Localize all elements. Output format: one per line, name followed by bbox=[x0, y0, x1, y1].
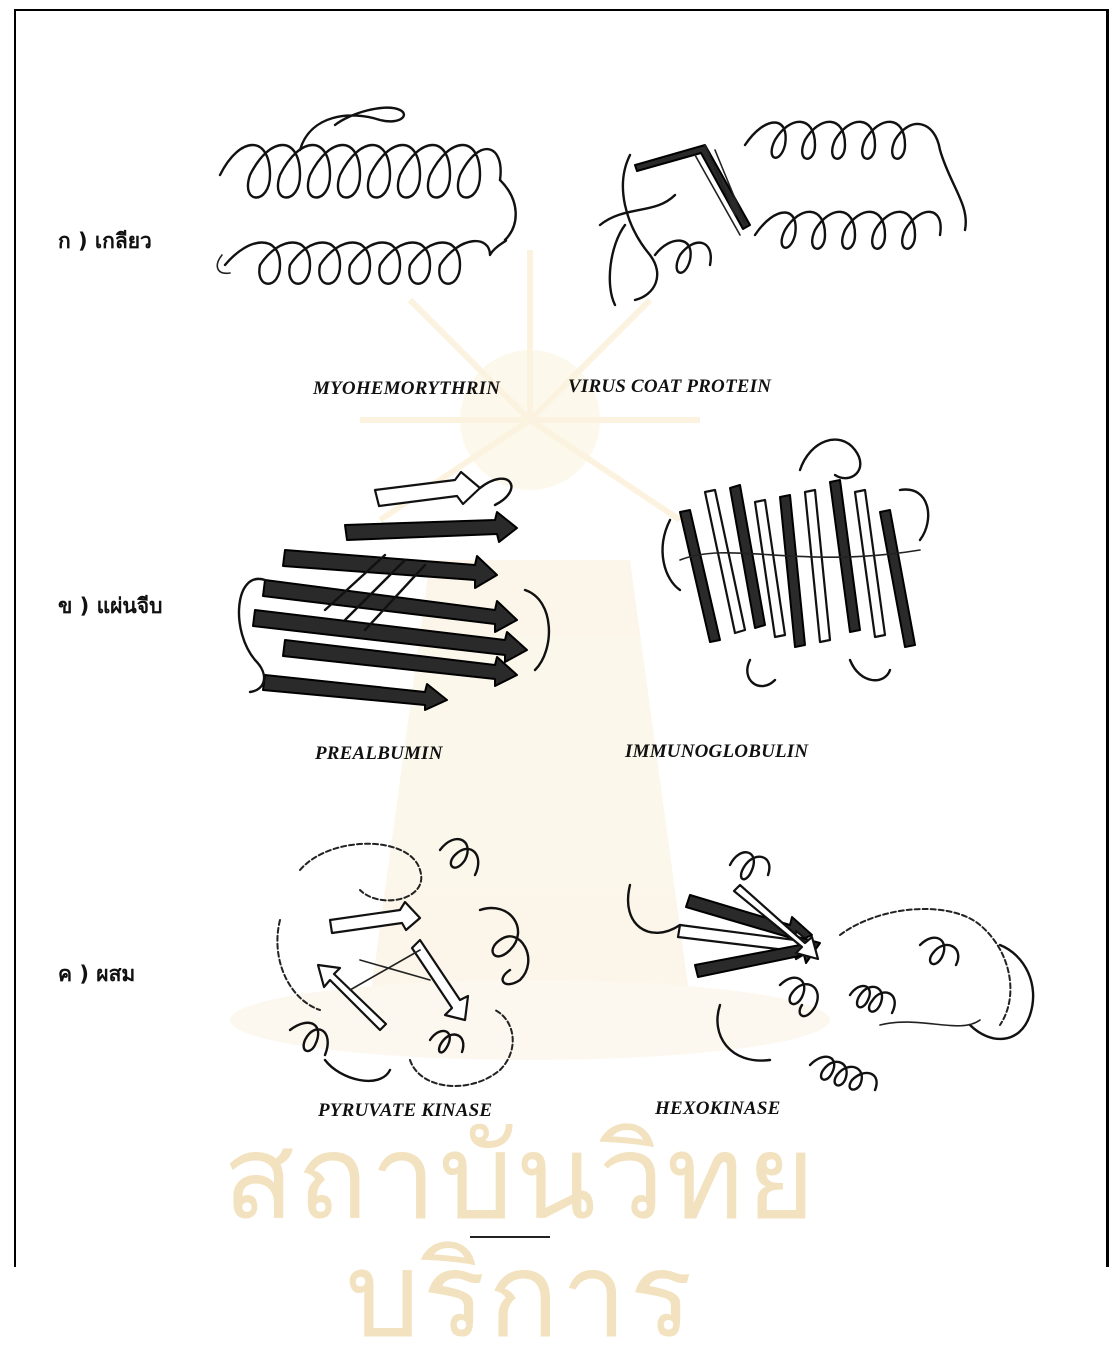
row-label-sheet: ข ) แผ่นจีบ bbox=[58, 590, 162, 623]
caption-pyruvate-kinase: PYRUVATE KINASE bbox=[318, 1100, 492, 1122]
caption-prealbumin: PREALBUMIN bbox=[315, 743, 443, 765]
prealbumin-drawing bbox=[225, 460, 570, 720]
caption-myohemorythrin: MYOHEMORYTHRIN bbox=[313, 378, 500, 400]
immunoglobulin-drawing bbox=[650, 430, 950, 700]
bottom-rule bbox=[470, 1236, 550, 1238]
pyruvate-kinase-drawing bbox=[270, 830, 550, 1100]
row-label-helix: ก ) เกลียว bbox=[58, 225, 152, 258]
caption-hexokinase: HEXOKINASE bbox=[655, 1098, 781, 1120]
row-label-mixed: ค ) ผสม bbox=[58, 958, 135, 991]
hexokinase-drawing bbox=[620, 845, 1040, 1095]
myohemorythrin-drawing bbox=[210, 105, 530, 305]
caption-virus-coat-protein: VIRUS COAT PROTEIN bbox=[568, 376, 771, 398]
virus-coat-protein-drawing bbox=[595, 105, 985, 325]
caption-immunoglobulin: IMMUNOGLOBULIN bbox=[625, 741, 808, 763]
